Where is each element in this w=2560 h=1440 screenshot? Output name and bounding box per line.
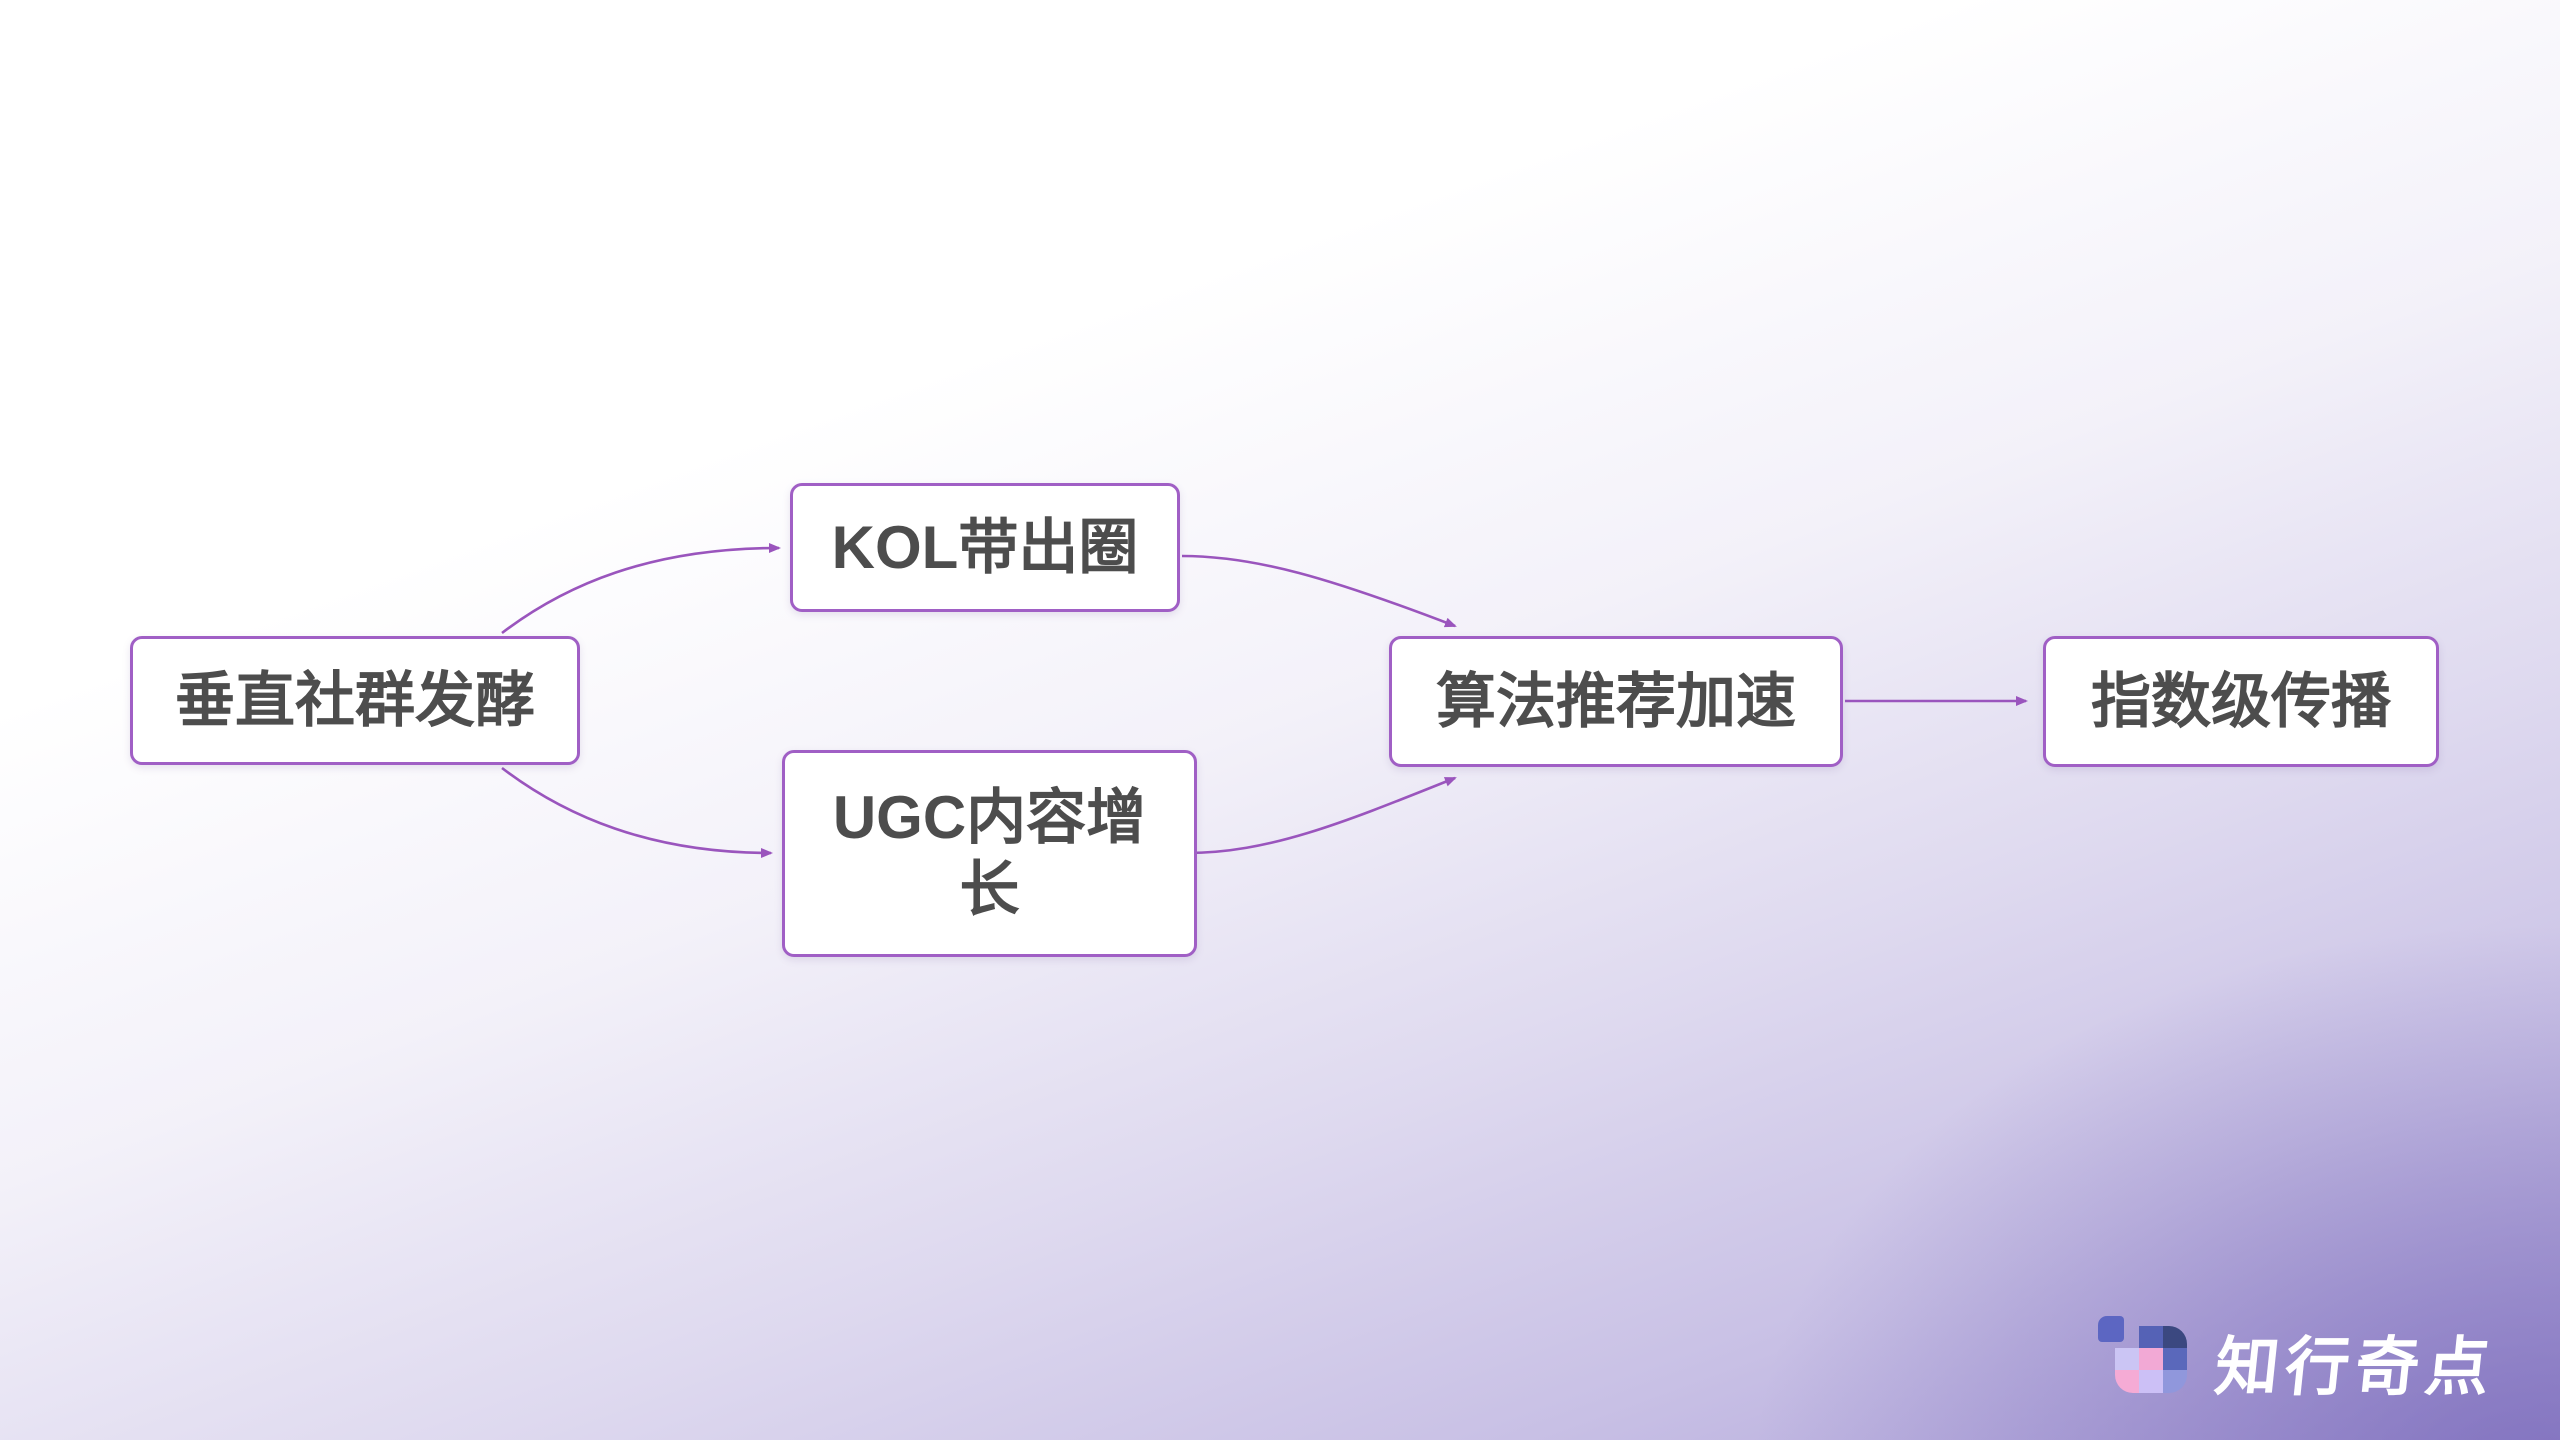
flow-node-label: 垂直社群发酵 bbox=[175, 666, 535, 734]
mosaic-tile bbox=[2163, 1370, 2187, 1393]
mosaic-tile bbox=[2163, 1326, 2187, 1348]
mosaic-tile bbox=[2098, 1316, 2124, 1342]
flow-node-algorithm: 算法推荐加速 bbox=[1389, 636, 1843, 767]
flow-node-label: 算法推荐加速 bbox=[1436, 667, 1796, 735]
mosaic-tile bbox=[2163, 1348, 2187, 1370]
edge-community-to-kol bbox=[501, 543, 781, 635]
flow-node-ugc: UGC内容增长 bbox=[782, 750, 1197, 957]
edge-community-to-ugc bbox=[501, 766, 773, 858]
brand-logo-text: 知行奇点 bbox=[2211, 1331, 2500, 1403]
mosaic-tile bbox=[2139, 1326, 2163, 1348]
mosaic-tile bbox=[2115, 1370, 2139, 1393]
edge-ugc-to-algorithm bbox=[1186, 776, 1457, 855]
flow-node-label: 指数级传播 bbox=[2091, 667, 2391, 735]
brand-logo: 知行奇点 bbox=[2096, 1308, 2536, 1408]
brand-logo-mosaic-icon bbox=[2096, 1308, 2196, 1408]
mosaic-tile bbox=[2115, 1348, 2139, 1370]
flow-node-exponential: 指数级传播 bbox=[2043, 636, 2439, 767]
mosaic-tile bbox=[2139, 1370, 2163, 1393]
flow-node-kol: KOL带出圈 bbox=[790, 483, 1180, 612]
flow-node-label: KOL带出圈 bbox=[831, 513, 1139, 581]
flow-node-label: UGC内容增长 bbox=[832, 783, 1147, 923]
mosaic-tile bbox=[2139, 1348, 2163, 1370]
flow-node-vertical-community: 垂直社群发酵 bbox=[130, 636, 580, 765]
edge-kol-to-algorithm bbox=[1181, 554, 1457, 628]
